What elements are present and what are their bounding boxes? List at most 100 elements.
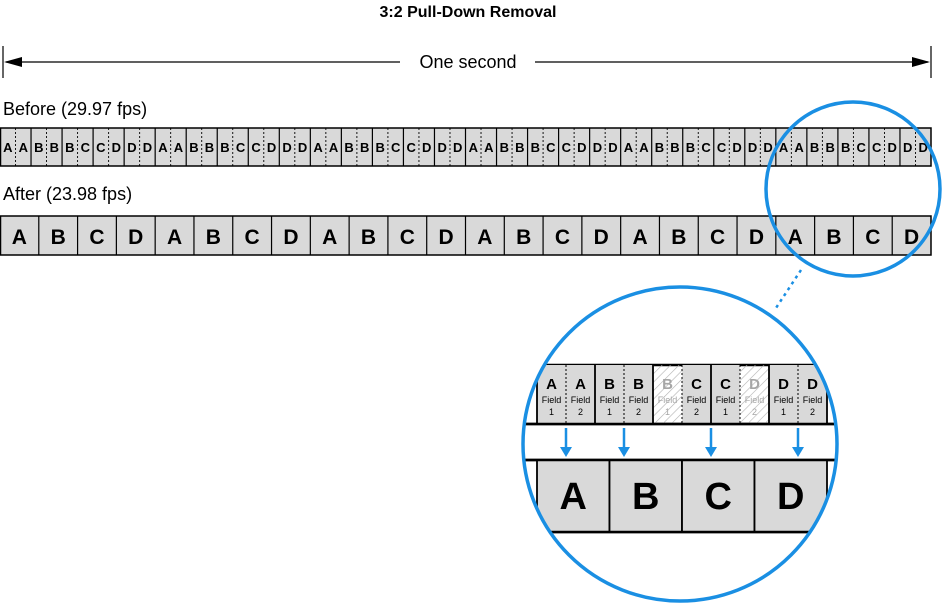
before-field-label: B (375, 140, 384, 155)
after-frame-label: B (671, 226, 686, 249)
before-field-label: A (329, 140, 339, 155)
after-frame-label: C (245, 226, 260, 249)
zoom-field-letter: B (662, 376, 673, 393)
before-field-label: B (686, 140, 695, 155)
before-field-label: B (655, 140, 664, 155)
zoom-detail: AField1AField2BField1BField2BField1CFiel… (523, 363, 837, 534)
after-frame-label: D (128, 226, 143, 249)
before-field-label: D (143, 140, 152, 155)
before-field-label: B (65, 140, 74, 155)
after-frame-label: B (826, 226, 841, 249)
zoom-field-letter: D (749, 376, 760, 393)
after-label: After (23.98 fps) (3, 184, 132, 204)
after-frame-label: A (477, 226, 492, 249)
before-field-label: D (438, 140, 447, 155)
before-field-label: B (841, 140, 850, 155)
before-field-label: B (205, 140, 214, 155)
zoom-field-cell (566, 365, 595, 424)
after-frame-label: A (632, 226, 647, 249)
after-frame-label: D (439, 226, 454, 249)
before-field-label: D (919, 140, 928, 155)
zoom-frame-label: C (705, 476, 732, 518)
before-field-label: A (794, 140, 804, 155)
zoom-field-cell (682, 365, 711, 424)
zoom-field-number: 1 (549, 407, 554, 417)
before-field-label: B (500, 140, 509, 155)
zoom-field-number: 1 (781, 407, 786, 417)
before-field-label: B (670, 140, 679, 155)
zoom-field-word: Field (571, 395, 591, 405)
zoom-field-letter: D (807, 376, 818, 393)
before-field-label: B (34, 140, 43, 155)
before-field-label: B (220, 140, 229, 155)
after-frame-label: A (322, 226, 337, 249)
zoom-field-cell (537, 365, 566, 424)
zoom-circle (521, 285, 839, 603)
before-field-label: C (391, 140, 401, 155)
zoom-field-word: Field (803, 395, 823, 405)
zoom-field-number: 2 (752, 407, 757, 417)
after-frame-label: D (283, 226, 298, 249)
dimension-arrow-left-icon (4, 57, 22, 67)
before-field-label: A (174, 140, 184, 155)
before-field-label: B (515, 140, 524, 155)
arrow-down-icon (705, 447, 717, 457)
after-frame-label: C (400, 226, 415, 249)
before-field-label: A (158, 140, 168, 155)
before-field-label: A (779, 140, 789, 155)
zoom-field-letter: C (691, 376, 702, 393)
zoom-field-word: Field (542, 395, 562, 405)
before-field-label: C (236, 140, 246, 155)
diagram-title: 3:2 Pull-Down Removal (380, 4, 557, 21)
after-frame-label: B (361, 226, 376, 249)
zoom-field-number: 2 (694, 407, 699, 417)
zoom-field-word: Field (600, 395, 620, 405)
zoom-field-letter: C (720, 376, 731, 393)
before-field-label: B (50, 140, 59, 155)
before-field-label: B (825, 140, 834, 155)
after-frame-label: C (865, 226, 880, 249)
zoom-field-removed-cell (653, 365, 682, 424)
zoom-field-cell (624, 365, 653, 424)
zoom-field-word: Field (774, 395, 794, 405)
zoom-frame-label: B (632, 476, 659, 518)
before-field-label: B (810, 140, 819, 155)
before-field-label: D (608, 140, 617, 155)
before-field-label: D (112, 140, 121, 155)
zoom-field-word: Field (629, 395, 649, 405)
zoom-field-number: 1 (665, 407, 670, 417)
before-field-label: D (282, 140, 291, 155)
before-field-label: A (3, 140, 13, 155)
before-field-label: D (127, 140, 136, 155)
before-field-label: C (717, 140, 727, 155)
zoom-field-number: 2 (636, 407, 641, 417)
before-field-label: D (888, 140, 897, 155)
zoom-field-number: 1 (607, 407, 612, 417)
before-field-label: D (748, 140, 757, 155)
magnifier-connector (774, 269, 803, 309)
before-field-label: A (639, 140, 649, 155)
before-field-label: D (593, 140, 602, 155)
after-frame-label: B (516, 226, 531, 249)
zoom-field-word: Field (658, 395, 678, 405)
before-field-label: C (81, 140, 91, 155)
zoom-field-word: Field (716, 395, 736, 405)
before-field-label: C (856, 140, 866, 155)
duration-label: One second (419, 52, 516, 72)
after-frame-label: D (594, 226, 609, 249)
zoom-field-number: 1 (723, 407, 728, 417)
dimension-arrow-right-icon (912, 57, 930, 67)
before-field-label: D (267, 140, 276, 155)
before-field-label: D (453, 140, 462, 155)
zoom-field-removed-cell (740, 365, 769, 424)
before-field-label: A (19, 140, 29, 155)
zoom-field-letter: A (575, 376, 586, 393)
zoom-field-letter: B (604, 376, 615, 393)
zoom-field-cell (769, 365, 798, 424)
before-field-label: D (422, 140, 431, 155)
before-field-label: B (531, 140, 540, 155)
before-field-label: B (189, 140, 198, 155)
before-field-label: D (298, 140, 307, 155)
